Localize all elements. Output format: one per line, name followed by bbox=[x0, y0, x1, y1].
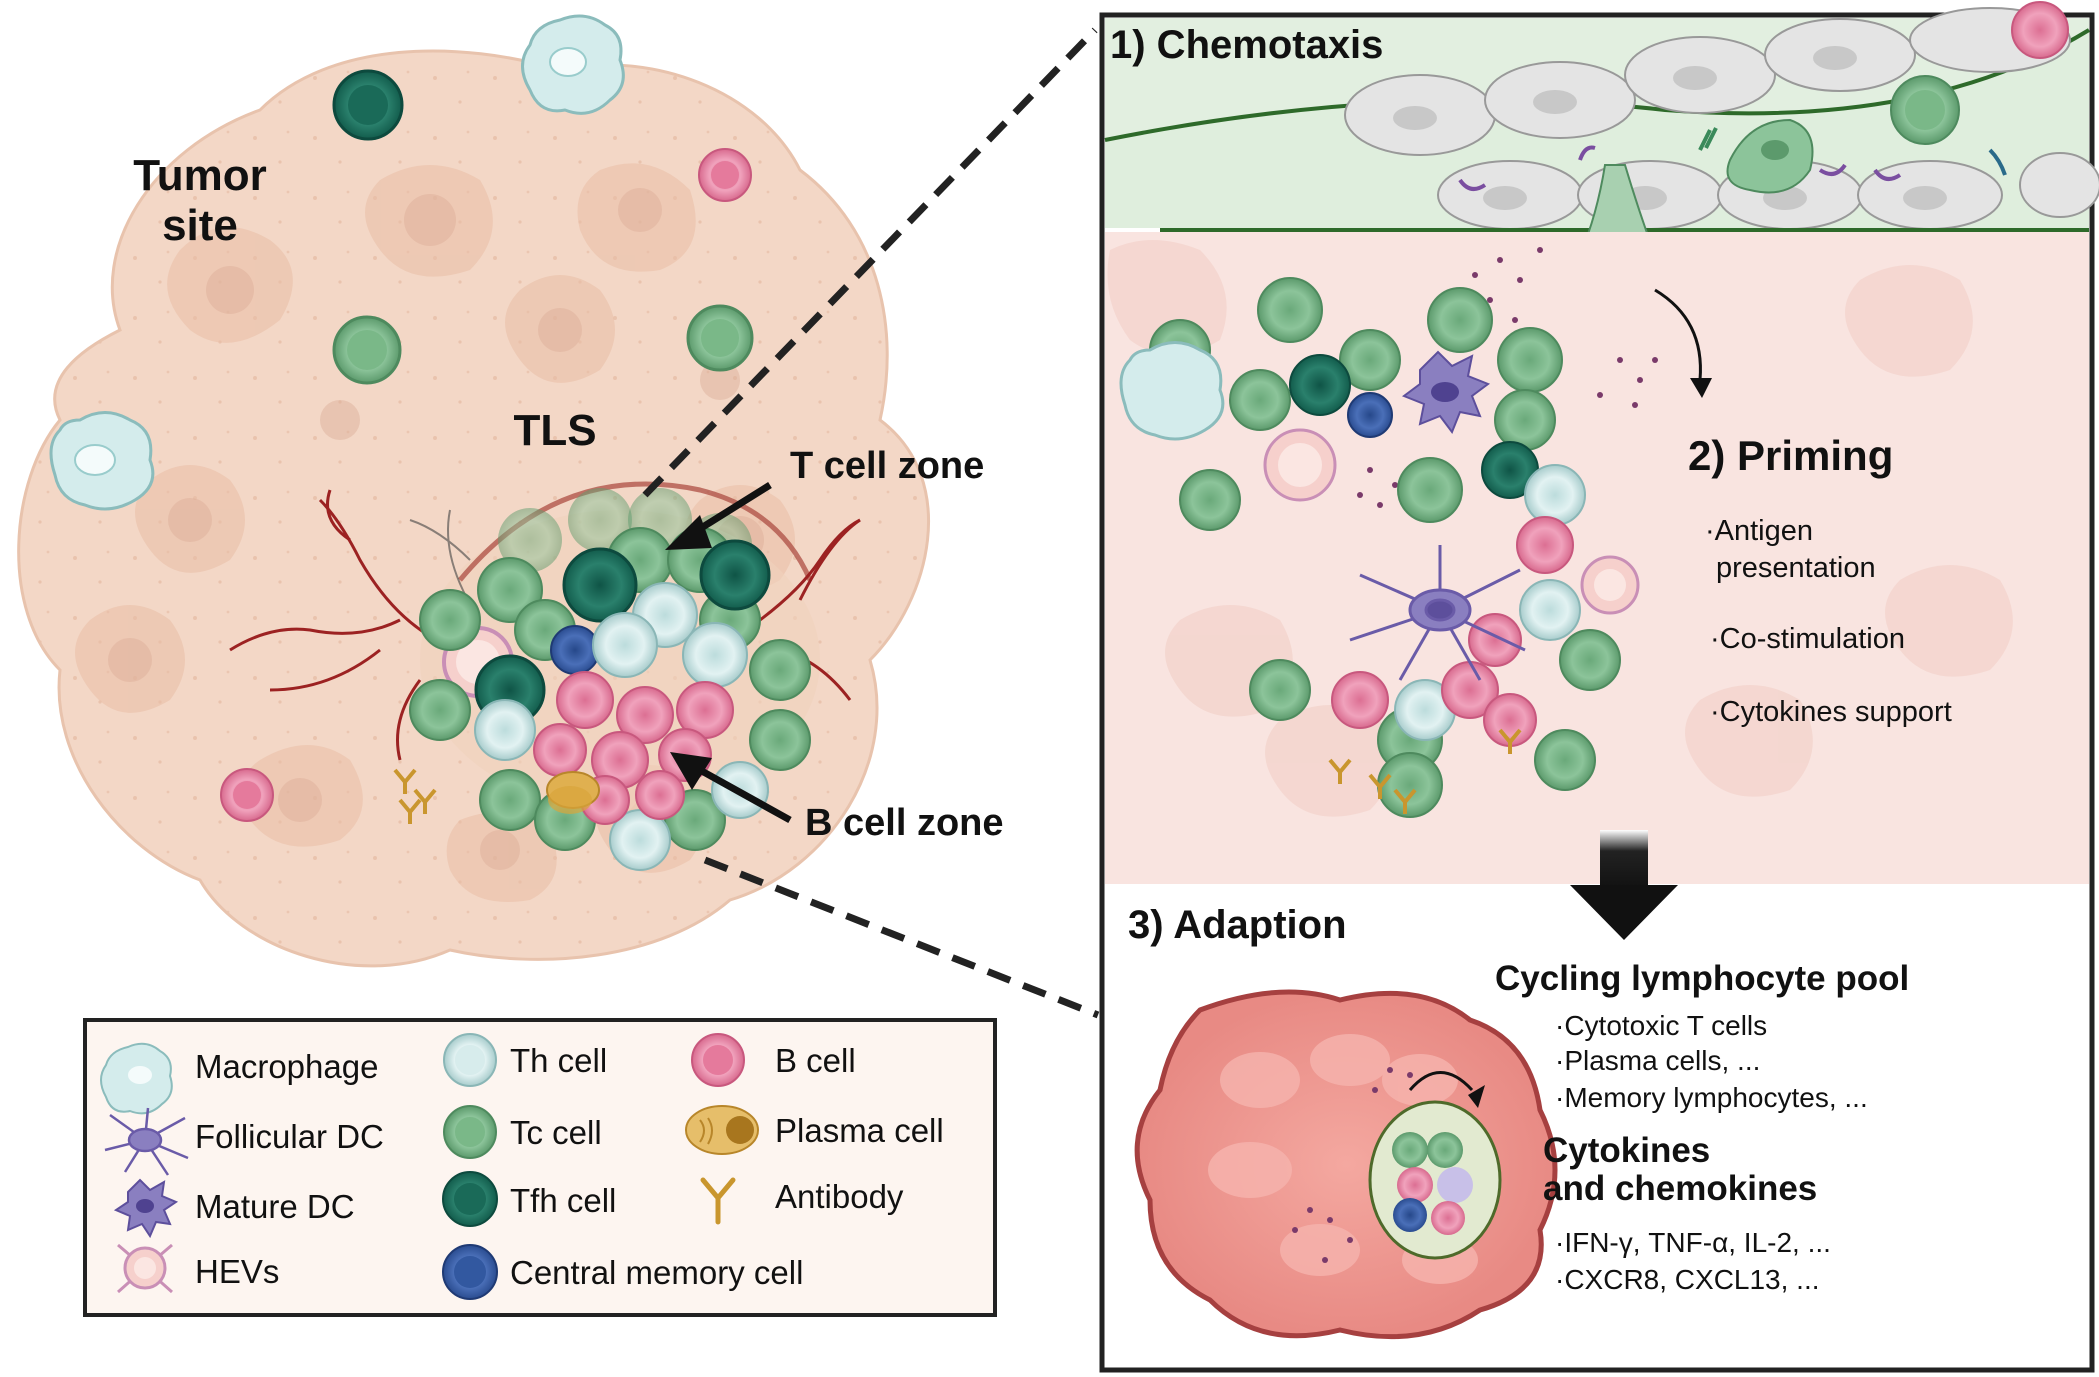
tc-cell-icon bbox=[686, 304, 754, 372]
priming-title: 2) Priming bbox=[1688, 432, 1893, 479]
tls-cluster bbox=[229, 481, 861, 871]
tfh-cell-icon bbox=[442, 1171, 498, 1227]
follicular-dc-icon bbox=[1349, 545, 1526, 681]
pool-item: ·Memory lymphocytes, ... bbox=[1555, 1082, 1868, 1113]
b-cell-icon bbox=[220, 768, 274, 822]
antibody-icon bbox=[393, 768, 437, 824]
macrophage-icon bbox=[1119, 341, 1225, 441]
tc-cell-icon bbox=[1890, 75, 1960, 145]
pool-title: Cycling lymphocyte pool bbox=[1495, 959, 1909, 998]
proliferating-pool-icon bbox=[1368, 1071, 1502, 1260]
mature-dc-icon bbox=[1401, 350, 1491, 435]
b-cell-icon bbox=[2011, 1, 2069, 59]
migrating-tc-cell-icon bbox=[1726, 118, 1814, 194]
detail-cell-cluster bbox=[1149, 277, 1621, 818]
t-cell-zone bbox=[409, 488, 811, 871]
cytokines-title: and chemokines bbox=[1543, 1169, 1817, 1208]
zoom-line-top bbox=[642, 27, 1098, 498]
mature-dc-icon bbox=[113, 1178, 179, 1239]
b-zone-arrow bbox=[670, 752, 792, 824]
legend-label: Tfh cell bbox=[510, 1182, 616, 1219]
tc-cell-icon bbox=[443, 1105, 497, 1159]
b-cell-icon bbox=[698, 148, 752, 202]
antibody-icon bbox=[700, 1177, 736, 1225]
priming-item: ·Antigen bbox=[1705, 515, 1813, 547]
tls-label: TLS bbox=[513, 406, 596, 455]
legend-label: B cell bbox=[775, 1042, 856, 1079]
curved-arrow bbox=[1654, 288, 1702, 381]
t-cell-zone-label: T cell zone bbox=[790, 445, 984, 487]
zoom-line-bottom bbox=[703, 856, 1100, 1019]
legend-box bbox=[83, 1018, 997, 1317]
legend-label: Mature DC bbox=[195, 1188, 355, 1225]
tc-cell-icon bbox=[332, 315, 402, 385]
legend-label: Follicular DC bbox=[195, 1118, 384, 1155]
b-cell-icon bbox=[691, 1033, 745, 1087]
pool-item: ·Cytotoxic T cells bbox=[1555, 1010, 1767, 1041]
legend-label: HEVs bbox=[195, 1253, 279, 1290]
pool-item: ·Plasma cells, ... bbox=[1555, 1045, 1760, 1076]
hev-icon bbox=[117, 1243, 173, 1294]
t-zone-arrow bbox=[665, 482, 772, 550]
cytokine-dots bbox=[1292, 1067, 1413, 1263]
b-cell-zone-label: B cell zone bbox=[805, 802, 1004, 844]
legend bbox=[83, 1018, 997, 1317]
antibody-icon bbox=[1328, 728, 1522, 814]
legend-label: Antibody bbox=[775, 1178, 904, 1215]
tfh-cell-icon bbox=[332, 69, 404, 141]
th-cell-icon bbox=[443, 1033, 497, 1087]
legend-label: Th cell bbox=[510, 1042, 607, 1079]
priming-item: ·Co-stimulation bbox=[1710, 623, 1905, 655]
cytokines-title: Cytokines bbox=[1543, 1131, 1710, 1170]
macrophage-icon bbox=[49, 411, 155, 511]
legend-label: Central memory cell bbox=[510, 1254, 803, 1291]
legend-label: Tc cell bbox=[510, 1114, 602, 1151]
chemotaxis-title: 1) Chemotaxis bbox=[1110, 23, 1383, 67]
follicular-dc-icon bbox=[104, 1107, 189, 1176]
plasma-cell-icon bbox=[685, 1105, 759, 1155]
macrophage-icon bbox=[521, 14, 625, 115]
tumor-site-label-2: site bbox=[162, 201, 238, 250]
priming-item: ·Cytokines support bbox=[1710, 696, 1952, 728]
cytokines-item: ·CXCR8, CXCL13, ... bbox=[1555, 1264, 1820, 1295]
legend-label: Plasma cell bbox=[775, 1112, 944, 1149]
macrophage-icon bbox=[100, 1042, 173, 1115]
hev-icon bbox=[1263, 428, 1640, 615]
down-arrow bbox=[1570, 830, 1678, 940]
detail-panel: 1) Chemotaxis bbox=[1099, 1, 2099, 1373]
adaption-title: 3) Adaption bbox=[1128, 903, 1347, 947]
cytokines-item: ·IFN-γ, TNF-α, IL-2, ... bbox=[1555, 1227, 1831, 1258]
central-memory-cell-icon bbox=[442, 1244, 498, 1300]
tumor-site-label-1: Tumor bbox=[133, 151, 267, 200]
priming-item: presentation bbox=[1716, 552, 1876, 584]
legend-label: Macrophage bbox=[195, 1048, 378, 1085]
